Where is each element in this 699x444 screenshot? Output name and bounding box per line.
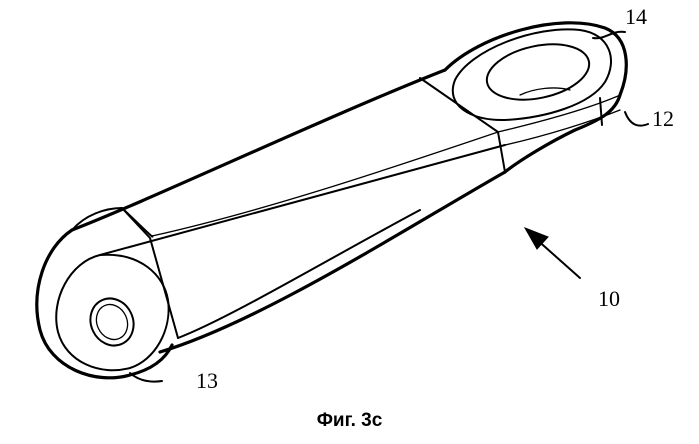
- link-body: [72, 70, 505, 352]
- label-14: 14: [625, 4, 647, 29]
- large-end-eye: [420, 23, 626, 172]
- label-10: 10: [598, 286, 620, 311]
- label-13: 13: [196, 368, 218, 393]
- leader-lines: [130, 32, 648, 382]
- arrow-10: [525, 228, 580, 278]
- figure-caption: Фиг. 3с: [0, 410, 699, 432]
- small-end-eye: [37, 208, 178, 378]
- leader-12: [625, 112, 648, 126]
- label-12: 12: [652, 106, 674, 131]
